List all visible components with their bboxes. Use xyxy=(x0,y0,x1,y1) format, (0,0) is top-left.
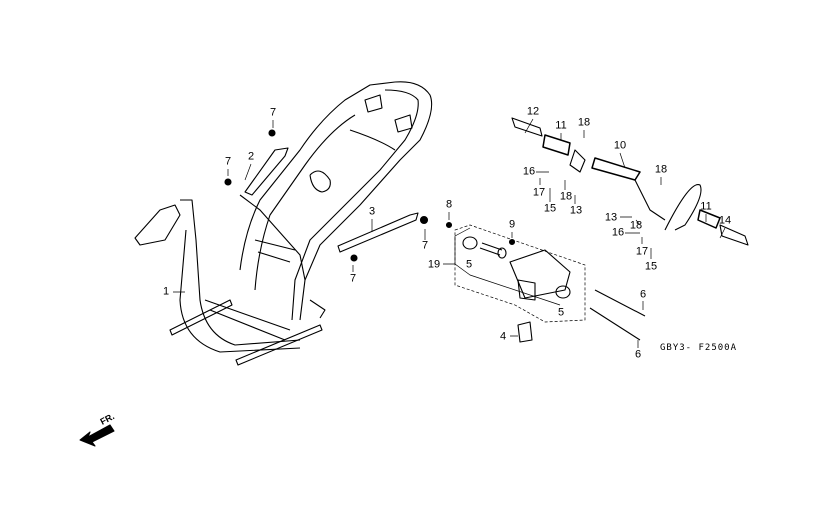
callout-15: 15 xyxy=(644,260,658,273)
callout-15: 15 xyxy=(543,202,557,215)
callout-6: 6 xyxy=(634,348,642,361)
callout-7: 7 xyxy=(269,106,277,119)
pivot-assembly xyxy=(454,224,646,343)
callout-7: 7 xyxy=(349,272,357,285)
callout-7: 7 xyxy=(421,239,429,252)
callout-14: 14 xyxy=(718,214,732,227)
callout-9: 9 xyxy=(508,218,516,231)
callout-16: 16 xyxy=(611,226,625,239)
callout-18: 18 xyxy=(559,190,573,203)
callout-1: 1 xyxy=(162,285,170,298)
footrest-parts xyxy=(511,117,749,246)
callout-16: 16 xyxy=(522,165,536,178)
nuts xyxy=(224,129,516,262)
front-direction-arrow xyxy=(79,424,115,447)
callout-2: 2 xyxy=(247,150,255,163)
bracket-2 xyxy=(244,147,289,196)
callout-17: 17 xyxy=(635,245,649,258)
callout-7: 7 xyxy=(224,155,232,168)
callout-18: 18 xyxy=(577,116,591,129)
main-frame xyxy=(134,81,433,366)
callout-18: 18 xyxy=(654,163,668,176)
callout-18: 18 xyxy=(629,219,643,232)
callout-13: 13 xyxy=(569,204,583,217)
callout-3: 3 xyxy=(368,205,376,218)
callout-6: 6 xyxy=(639,288,647,301)
callout-11: 11 xyxy=(555,119,567,132)
callout-4: 4 xyxy=(499,330,507,343)
callout-5: 5 xyxy=(465,258,473,271)
callout-11: 11 xyxy=(700,200,712,213)
callout-8: 8 xyxy=(445,198,453,211)
callout-17: 17 xyxy=(532,186,546,199)
callout-12: 12 xyxy=(526,105,540,118)
callout-10: 10 xyxy=(613,139,627,152)
callout-5: 5 xyxy=(557,306,565,319)
callout-13: 13 xyxy=(604,211,618,224)
leader-lines xyxy=(173,118,726,348)
diagram-code: GBY3- F2500A xyxy=(660,343,738,353)
rod-3 xyxy=(337,212,419,253)
callout-19: 19 xyxy=(427,258,441,271)
